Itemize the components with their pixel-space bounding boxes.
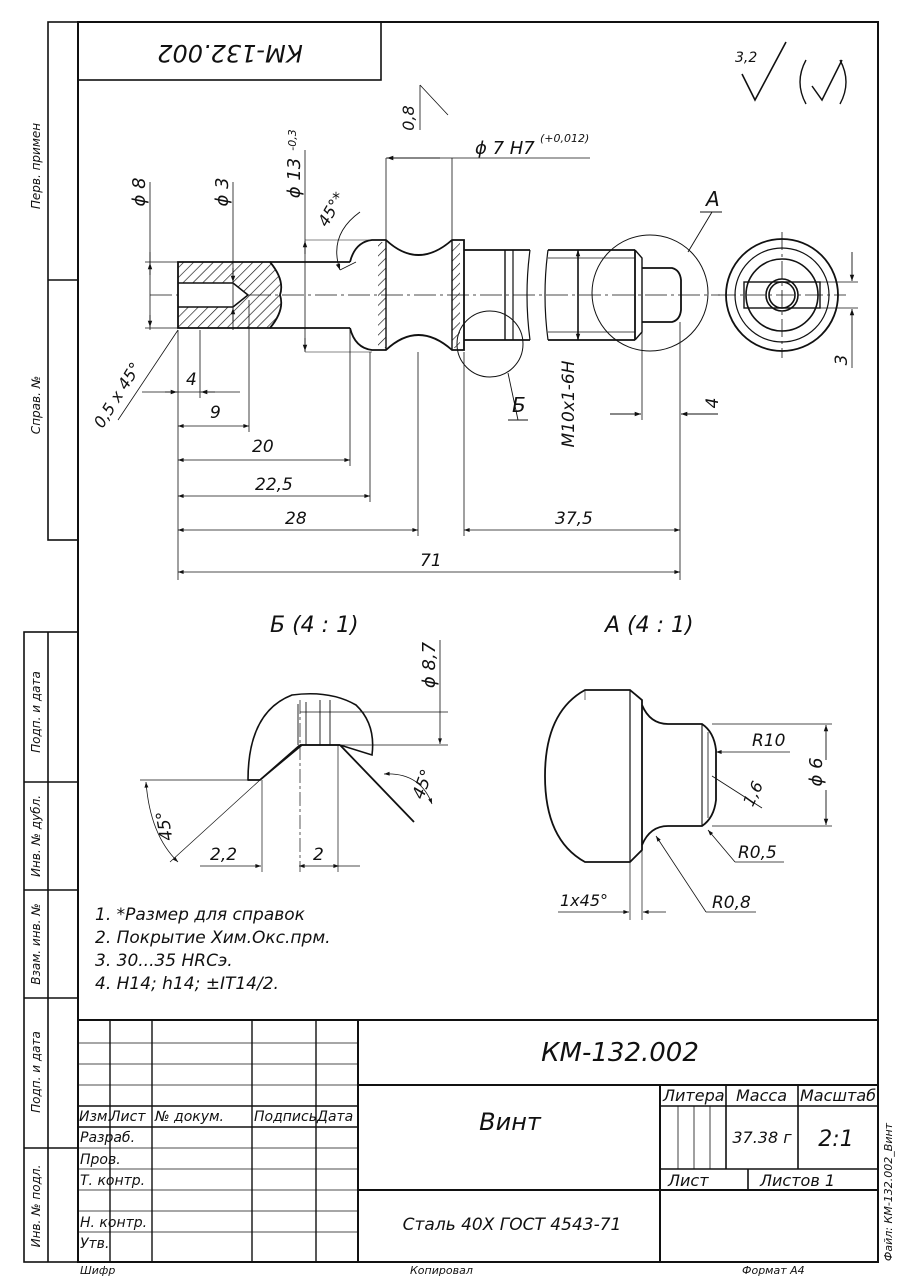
roughness-value: 3,2 [735,50,757,66]
rotated-code: КМ-132.002 [157,39,303,67]
detail-a: А (4 : 1) ϕ 6 R10 1,6 R0,5 R0,8 1x45° [544,613,832,920]
col-list: Лист [109,1109,146,1125]
note-item: 2. Покрытие Хим.Окс.прм. [95,928,331,948]
dim-chamfer: 0,5 x 45° [90,359,145,431]
role-nkontr: Н. контр. [80,1215,147,1231]
role-prov: Пров. [80,1152,121,1168]
frame [23,21,879,1263]
detail-b-d87: ϕ 8,7 [419,641,440,688]
detail-b-a45b: 45° [409,767,438,802]
dim-l9: 9 [210,403,221,423]
col-izm: Изм. [79,1109,112,1125]
dim-d3: ϕ 3 [212,177,233,206]
dim-l225: 22,5 [255,475,293,495]
material: Сталь 40Х ГОСТ 4543-71 [403,1215,622,1235]
list-label: Лист [667,1171,709,1190]
label-a: A [704,187,720,211]
label-b: Б [512,393,526,417]
side-labels: Перв. примен Справ. № Подп. и дата Инв. … [29,123,43,1248]
detail-a-d6: ϕ 6 [806,757,827,786]
note-item: 1. *Размер для справок [95,905,306,925]
title-block: Изм. Лист № докум. Подпись Дата Разраб. … [78,1019,878,1262]
dim-d13: ϕ 13 [284,158,305,199]
detail-b-title: Б (4 : 1) [270,613,359,638]
footer-format: Формат А4 [742,1264,805,1277]
dim-r4: 4 [703,398,723,409]
detail-a-c1x45: 1x45° [560,891,608,910]
side-label: Подп. и дата [29,671,43,753]
side-label: Инв. № дубл. [29,795,43,877]
dim-angle45s: 45°* [314,189,349,230]
title-code: КМ-132.002 [541,1038,699,1068]
note-item: 4. H14; h14; ±IT14/2. [95,974,279,994]
main-view: A Б ϕ 8 ϕ 3 ϕ 13 -0,3 45°* 0,8 [90,84,723,580]
mass-value: 37.38 г [732,1128,792,1147]
roughness-symbol: 3,2 [735,41,847,105]
code-box: КМ-132.002 [77,21,382,81]
dim-d7-tol: (+0,012) [540,132,589,145]
dim-slot3: 3 [832,355,852,366]
side-label: Справ. № [29,376,43,434]
role-tkontr: Т. контр. [80,1173,145,1189]
detail-b-22: 2,2 [210,845,237,865]
footer: Шифр Копировал Формат А4 Файл: КМ-132.00… [80,1122,895,1277]
detail-a-r05: R0,5 [738,843,777,863]
side-label: Перв. примен [29,123,43,209]
dim-thread: M10x1-6H [559,360,579,447]
litera-label: Литера [662,1086,725,1105]
note-item: 3. 30...35 HRCэ. [95,951,233,971]
scale-value: 2:1 [818,1127,853,1152]
detail-b: Б (4 : 1) ϕ 8,7 45° 45° 2,2 2 [140,613,448,872]
listov-label: Листов 1 [759,1171,835,1190]
massa-label: Масса [736,1086,787,1105]
detail-a-r16: 1,6 [739,778,767,809]
technical-notes: 1. *Размер для справок 2. Покрытие Хим.О… [95,905,331,994]
dim-l4: 4 [186,370,197,390]
dim-d8: ϕ 8 [129,177,150,206]
end-view: 3 [718,232,858,368]
detail-a-r10: R10 [752,731,785,751]
detail-b-a45: 45° [153,809,178,842]
dim-d13-tol: -0,3 [286,129,299,150]
col-sign: Подпись [254,1109,317,1125]
dim-l375: 37,5 [555,509,593,529]
dim-l71: 71 [420,551,442,571]
col-date: Дата [316,1109,353,1125]
role-utv: Утв. [80,1236,109,1252]
side-label: Взам. инв. № [29,903,43,984]
detail-b-2: 2 [313,845,324,865]
dim-d7: ϕ 7 H7 [475,138,535,159]
role-razrab: Разраб. [80,1130,135,1146]
side-label: Подп. и дата [29,1031,43,1113]
col-doc: № докум. [154,1109,224,1125]
side-label: Инв. № подл. [29,1165,43,1248]
part-name: Винт [479,1108,542,1136]
footer-kopiroval: Копировал [410,1264,473,1277]
detail-a-r08: R0,8 [712,893,751,913]
masshtab-label: Масштаб [800,1086,876,1105]
dim-l28: 28 [285,509,307,529]
dim-l20: 20 [252,437,274,457]
footer-file: Файл: КМ-132.002_Винт [882,1122,895,1261]
dim-d08: 0,8 [399,105,418,130]
detail-a-title: А (4 : 1) [603,613,694,638]
footer-shifr: Шифр [80,1264,115,1277]
